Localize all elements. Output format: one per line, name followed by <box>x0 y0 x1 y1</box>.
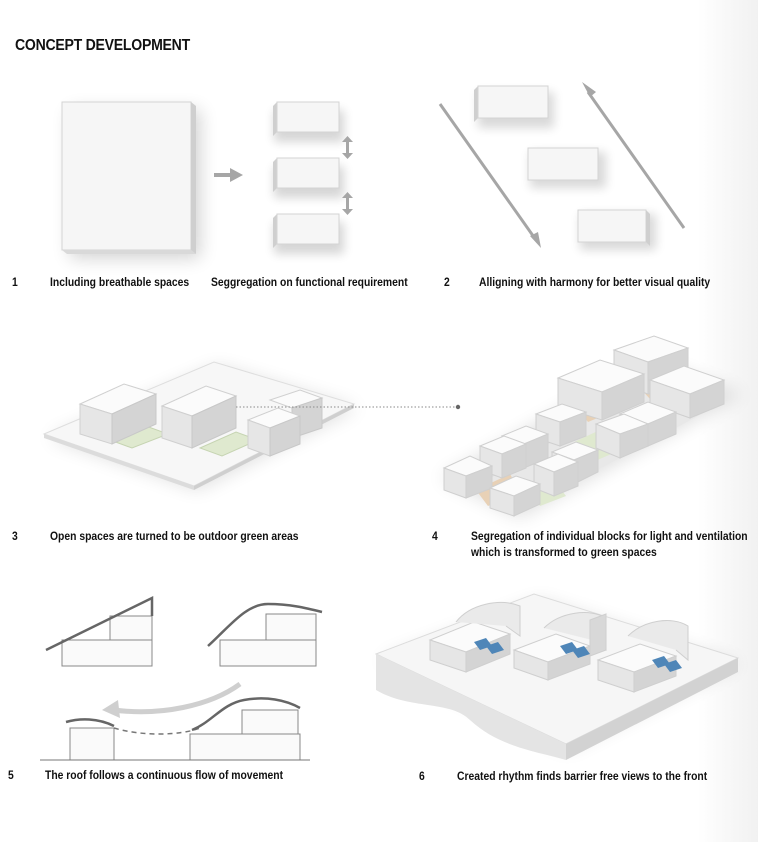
step-1-caption-a: Including breathable spaces <box>50 277 190 289</box>
step-2-number: 2 <box>444 277 450 289</box>
diagram-4-individual-blocks <box>440 335 742 518</box>
diagram-1-single-mass <box>61 101 200 258</box>
step-5-caption: The roof follows a continuous flow of mo… <box>45 770 284 782</box>
step-2-caption: Alligning with harmony for better visual… <box>479 277 711 289</box>
step-5-number: 5 <box>8 770 14 782</box>
diagram-6-rhythm-blocks <box>374 593 740 760</box>
transform-arrow <box>214 168 243 182</box>
diagram-3-green-areas <box>42 361 358 490</box>
diagram-5-roof-sections <box>40 595 323 761</box>
step-4-caption-line1: Segregation of individual blocks for lig… <box>471 531 748 543</box>
connector-line <box>236 404 461 410</box>
step-6-number: 6 <box>419 771 425 783</box>
step-3-number: 3 <box>12 531 18 543</box>
step-4-number: 4 <box>432 531 438 543</box>
diagram-2-aligned-blocks <box>438 82 686 250</box>
step-3-caption: Open spaces are turned to be outdoor gre… <box>50 531 299 543</box>
step-1-caption-b: Seggregation on functional requirement <box>211 277 408 289</box>
step-4-caption-line2: which is transformed to green spaces <box>471 547 657 559</box>
diagram-1-segregated-blocks <box>273 101 353 254</box>
step-6-caption: Created rhythm finds barrier free views … <box>457 771 708 783</box>
step-1-number: 1 <box>12 277 18 289</box>
page-title: CONCEPT DEVELOPMENT <box>15 37 190 54</box>
